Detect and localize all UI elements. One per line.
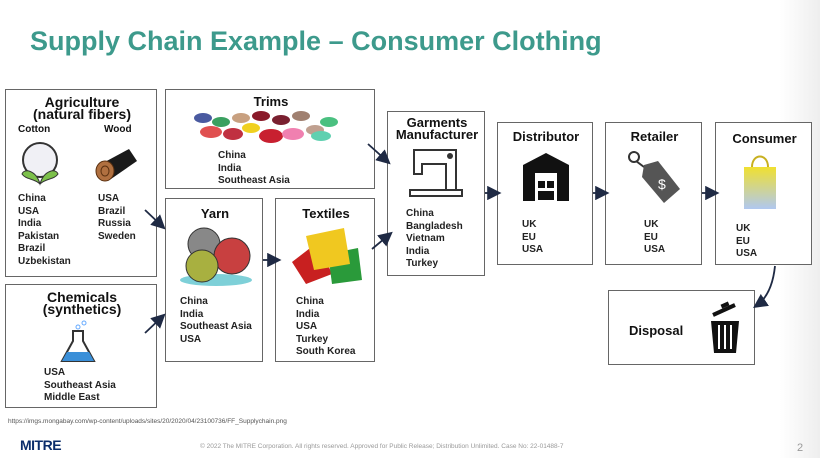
cotton-label: Cotton — [18, 124, 51, 135]
country: India — [406, 245, 430, 257]
country: Middle East — [44, 392, 100, 403]
country: Turkey — [406, 258, 439, 269]
country: Brazil — [98, 205, 126, 217]
country: USA — [180, 333, 202, 345]
country: Vietnam — [406, 233, 445, 244]
country: Brazil — [18, 243, 46, 254]
cotton-icon — [21, 142, 59, 186]
country: Pakistan — [18, 230, 60, 242]
fabric-rolls-icon — [292, 228, 362, 284]
mitre-logo: MITRE — [20, 437, 62, 453]
disposal-box: Disposal — [608, 290, 755, 365]
country: EU — [522, 231, 536, 243]
country: UK — [736, 223, 751, 234]
agriculture-title: Agriculture — [44, 94, 120, 110]
distributor-title: Distributor — [512, 129, 580, 144]
country: UK — [522, 219, 537, 230]
country: Russia — [98, 218, 131, 229]
country: Turkey — [296, 333, 329, 345]
agriculture-box: Agriculture (natural fibers) Cotton Wood… — [5, 89, 157, 277]
country: Uzbekistan — [18, 255, 71, 267]
country: EU — [736, 235, 750, 247]
arrow-agriculture-to-yarn — [144, 209, 166, 230]
buttons-icon — [194, 111, 338, 143]
arrow-chemicals-to-yarn — [144, 313, 166, 334]
wood-log-icon — [95, 149, 137, 182]
country: Southeast Asia — [180, 321, 252, 332]
svg-text:$: $ — [658, 176, 666, 192]
country: Bangladesh — [406, 220, 463, 232]
country: EU — [644, 231, 658, 243]
country: China — [180, 296, 208, 307]
country: USA — [44, 367, 66, 378]
yarn-balls-icon — [180, 227, 252, 286]
country: USA — [98, 193, 120, 204]
page-number: 2 — [797, 442, 804, 454]
arrow-consumer-to-disposal — [753, 265, 776, 309]
country: USA — [644, 244, 666, 255]
trims-title: Trims — [253, 94, 289, 109]
country: UK — [644, 219, 659, 230]
agriculture-subtitle: (natural fibers) — [32, 106, 131, 122]
yarn-title: Yarn — [200, 206, 230, 221]
country: China — [218, 150, 246, 161]
price-tag-icon: $ — [628, 151, 680, 203]
trash-can-icon — [711, 301, 739, 353]
disposal-title: Disposal — [629, 323, 684, 338]
warehouse-icon — [523, 153, 569, 201]
chemicals-title: Chemicals — [46, 289, 118, 305]
country: China — [296, 296, 324, 307]
garments-subtitle: Manufacturer — [395, 127, 479, 142]
sewing-machine-icon — [409, 149, 463, 197]
country: India — [296, 308, 320, 320]
slide-title: Supply Chain Example – Consumer Clothing — [30, 26, 602, 56]
shopping-bag-icon — [744, 155, 776, 209]
country: USA — [736, 248, 758, 259]
country: Sweden — [98, 230, 136, 242]
garments-title: Garments — [406, 115, 468, 130]
consumer-title: Consumer — [732, 131, 797, 146]
wood-label: Wood — [104, 124, 132, 135]
country: China — [18, 193, 46, 204]
image-source-link[interactable]: https://imgs.mongabay.com/wp-content/upl… — [8, 418, 287, 425]
country: India — [18, 218, 42, 229]
flask-icon — [60, 320, 96, 362]
country: USA — [522, 244, 544, 255]
retailer-title: Retailer — [630, 129, 679, 144]
country: India — [218, 162, 242, 174]
chemicals-subtitle: (synthetics) — [42, 301, 122, 317]
textiles-title: Textiles — [302, 206, 350, 221]
country: Southeast Asia — [218, 175, 290, 186]
arrow-textiles-to-garments — [371, 231, 393, 250]
country: India — [180, 308, 204, 320]
arrow-trims-to-garments — [367, 143, 391, 165]
country: China — [406, 208, 434, 219]
country: USA — [18, 205, 40, 217]
copyright-notice: © 2022 The MITRE Corporation. All rights… — [200, 443, 564, 450]
country: Southeast Asia — [44, 379, 116, 391]
country: South Korea — [296, 346, 356, 357]
country: USA — [296, 321, 318, 332]
